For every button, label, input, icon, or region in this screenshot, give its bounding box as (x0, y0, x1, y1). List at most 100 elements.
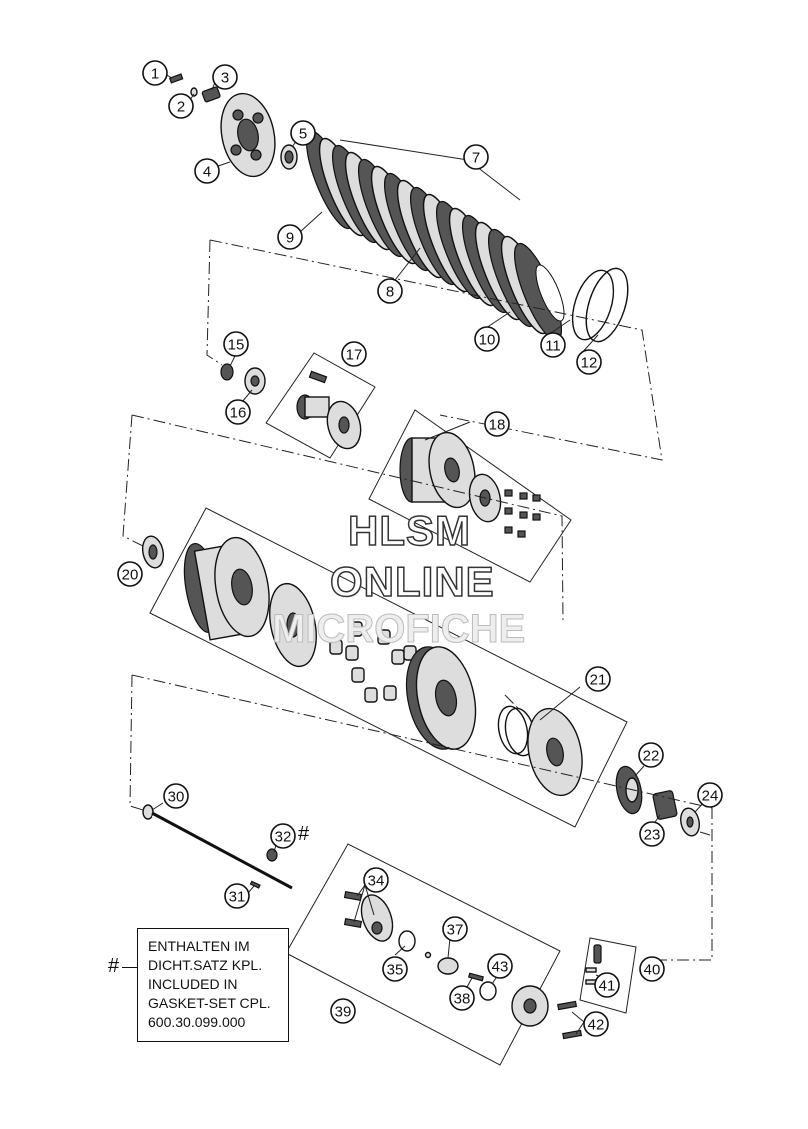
svg-text:20: 20 (122, 567, 139, 584)
callout-9: 9 (277, 224, 303, 250)
svg-text:12: 12 (581, 355, 598, 372)
callout-1: 1 (142, 60, 168, 86)
callout-4: 4 (194, 158, 220, 184)
assembly-frame-21 (149, 507, 628, 828)
callout-18: 18 (484, 411, 510, 437)
svg-text:32: 32 (275, 829, 292, 846)
callout-39: 39 (330, 998, 356, 1024)
washer-part-24 (680, 807, 700, 837)
callout-24: 24 (697, 782, 723, 808)
callout-32: 32 (270, 823, 296, 849)
watermark-line-3: MICROFICHE (271, 607, 526, 652)
slave-cylinder-39 (343, 890, 549, 1027)
screw (532, 513, 541, 521)
assembly-frame-39 (285, 843, 561, 1066)
clutch-disk-pack (305, 130, 565, 342)
damper-spring (329, 639, 343, 655)
primary-gear (405, 646, 477, 750)
damper-spring (345, 645, 359, 661)
note-leader (122, 967, 137, 968)
callout-31: 31 (224, 883, 250, 909)
svg-text:1: 1 (151, 66, 159, 83)
svg-text:7: 7 (472, 150, 480, 167)
callout-2: 2 (168, 93, 194, 119)
bearing-part-5 (280, 144, 298, 170)
spring-part-3 (201, 86, 221, 103)
washer-part-2 (190, 87, 198, 97)
svg-text:24: 24 (702, 788, 719, 805)
note-line: INCLUDED IN (148, 976, 238, 992)
callout-23: 23 (639, 821, 665, 847)
callout-37: 37 (442, 916, 468, 942)
note-line: DICHT.SATZ KPL. (148, 957, 263, 973)
svg-text:34: 34 (368, 873, 385, 890)
ring-part-11 (571, 269, 615, 341)
note-hash-mark: # (108, 955, 120, 977)
screw (519, 492, 528, 500)
callout-40: 40 (639, 956, 665, 982)
svg-text:8: 8 (386, 284, 394, 301)
callout-30: 30 (163, 783, 189, 809)
screw (504, 526, 513, 534)
assembly-frame-18 (368, 409, 572, 583)
svg-text:2: 2 (177, 99, 185, 116)
damper-spring (349, 621, 363, 637)
svg-text:10: 10 (479, 332, 496, 349)
svg-text:39: 39 (335, 1004, 352, 1021)
watermark-line-2: ONLINE (329, 557, 495, 606)
svg-text:40: 40 (644, 962, 661, 979)
watermark-line-1: HLSM (347, 506, 471, 555)
damper-spring (391, 649, 405, 665)
pressure-plate (220, 92, 276, 178)
callout-5: 5 (290, 120, 316, 146)
svg-text:37: 37 (447, 922, 464, 939)
note-line: ENTHALTEN IM (148, 938, 250, 954)
damper-spring (364, 687, 378, 703)
svg-text:22: 22 (643, 748, 660, 765)
svg-text:17: 17 (346, 347, 363, 364)
note-line: 600.30.099.000 (148, 1014, 246, 1030)
disk-bore (535, 264, 565, 322)
callout-43: 43 (487, 953, 513, 979)
clutch-basket-21 (183, 536, 317, 668)
callout-21: 21 (585, 666, 611, 692)
svg-text:43: 43 (492, 959, 509, 976)
gasket-set-mark: # (298, 823, 310, 845)
callout-3: 3 (212, 64, 238, 90)
nut-part-15 (220, 363, 234, 381)
svg-text:21: 21 (590, 672, 607, 689)
callout-15: 15 (223, 331, 249, 357)
svg-text:41: 41 (599, 978, 616, 995)
svg-text:38: 38 (454, 991, 471, 1008)
callout-16: 16 (225, 399, 251, 425)
svg-text:5: 5 (299, 126, 307, 143)
bleeder-part-40 (585, 944, 602, 985)
ring-part-12 (585, 267, 629, 343)
screw (504, 507, 513, 515)
callout-35: 35 (382, 956, 408, 982)
svg-text:18: 18 (489, 417, 506, 434)
svg-text:35: 35 (387, 962, 404, 979)
damper-springs (329, 621, 417, 703)
washer-part-16 (244, 367, 266, 395)
callout-41: 41 (594, 972, 620, 998)
damper-spring (351, 667, 365, 683)
screws-part-42 (557, 1000, 583, 1040)
assembly-lines (122, 239, 713, 961)
ball-part-31 (249, 880, 261, 889)
bolt-part-1 (168, 73, 184, 84)
callout-17: 17 (341, 341, 367, 367)
gear-part-22 (615, 765, 643, 815)
gasket-set-note: ENTHALTEN IM DICHT.SATZ KPL. INCLUDED IN… (137, 928, 289, 1042)
damper-spring (377, 629, 391, 645)
needle-bearing-23 (652, 790, 678, 820)
svg-text:23: 23 (644, 827, 661, 844)
callout-8: 8 (377, 278, 403, 304)
callout-20: 20 (117, 561, 143, 587)
callout-22: 22 (638, 742, 664, 768)
push-rod-30 (142, 804, 293, 892)
callout-12: 12 (576, 349, 602, 375)
hub-assembly-17 (296, 370, 362, 450)
